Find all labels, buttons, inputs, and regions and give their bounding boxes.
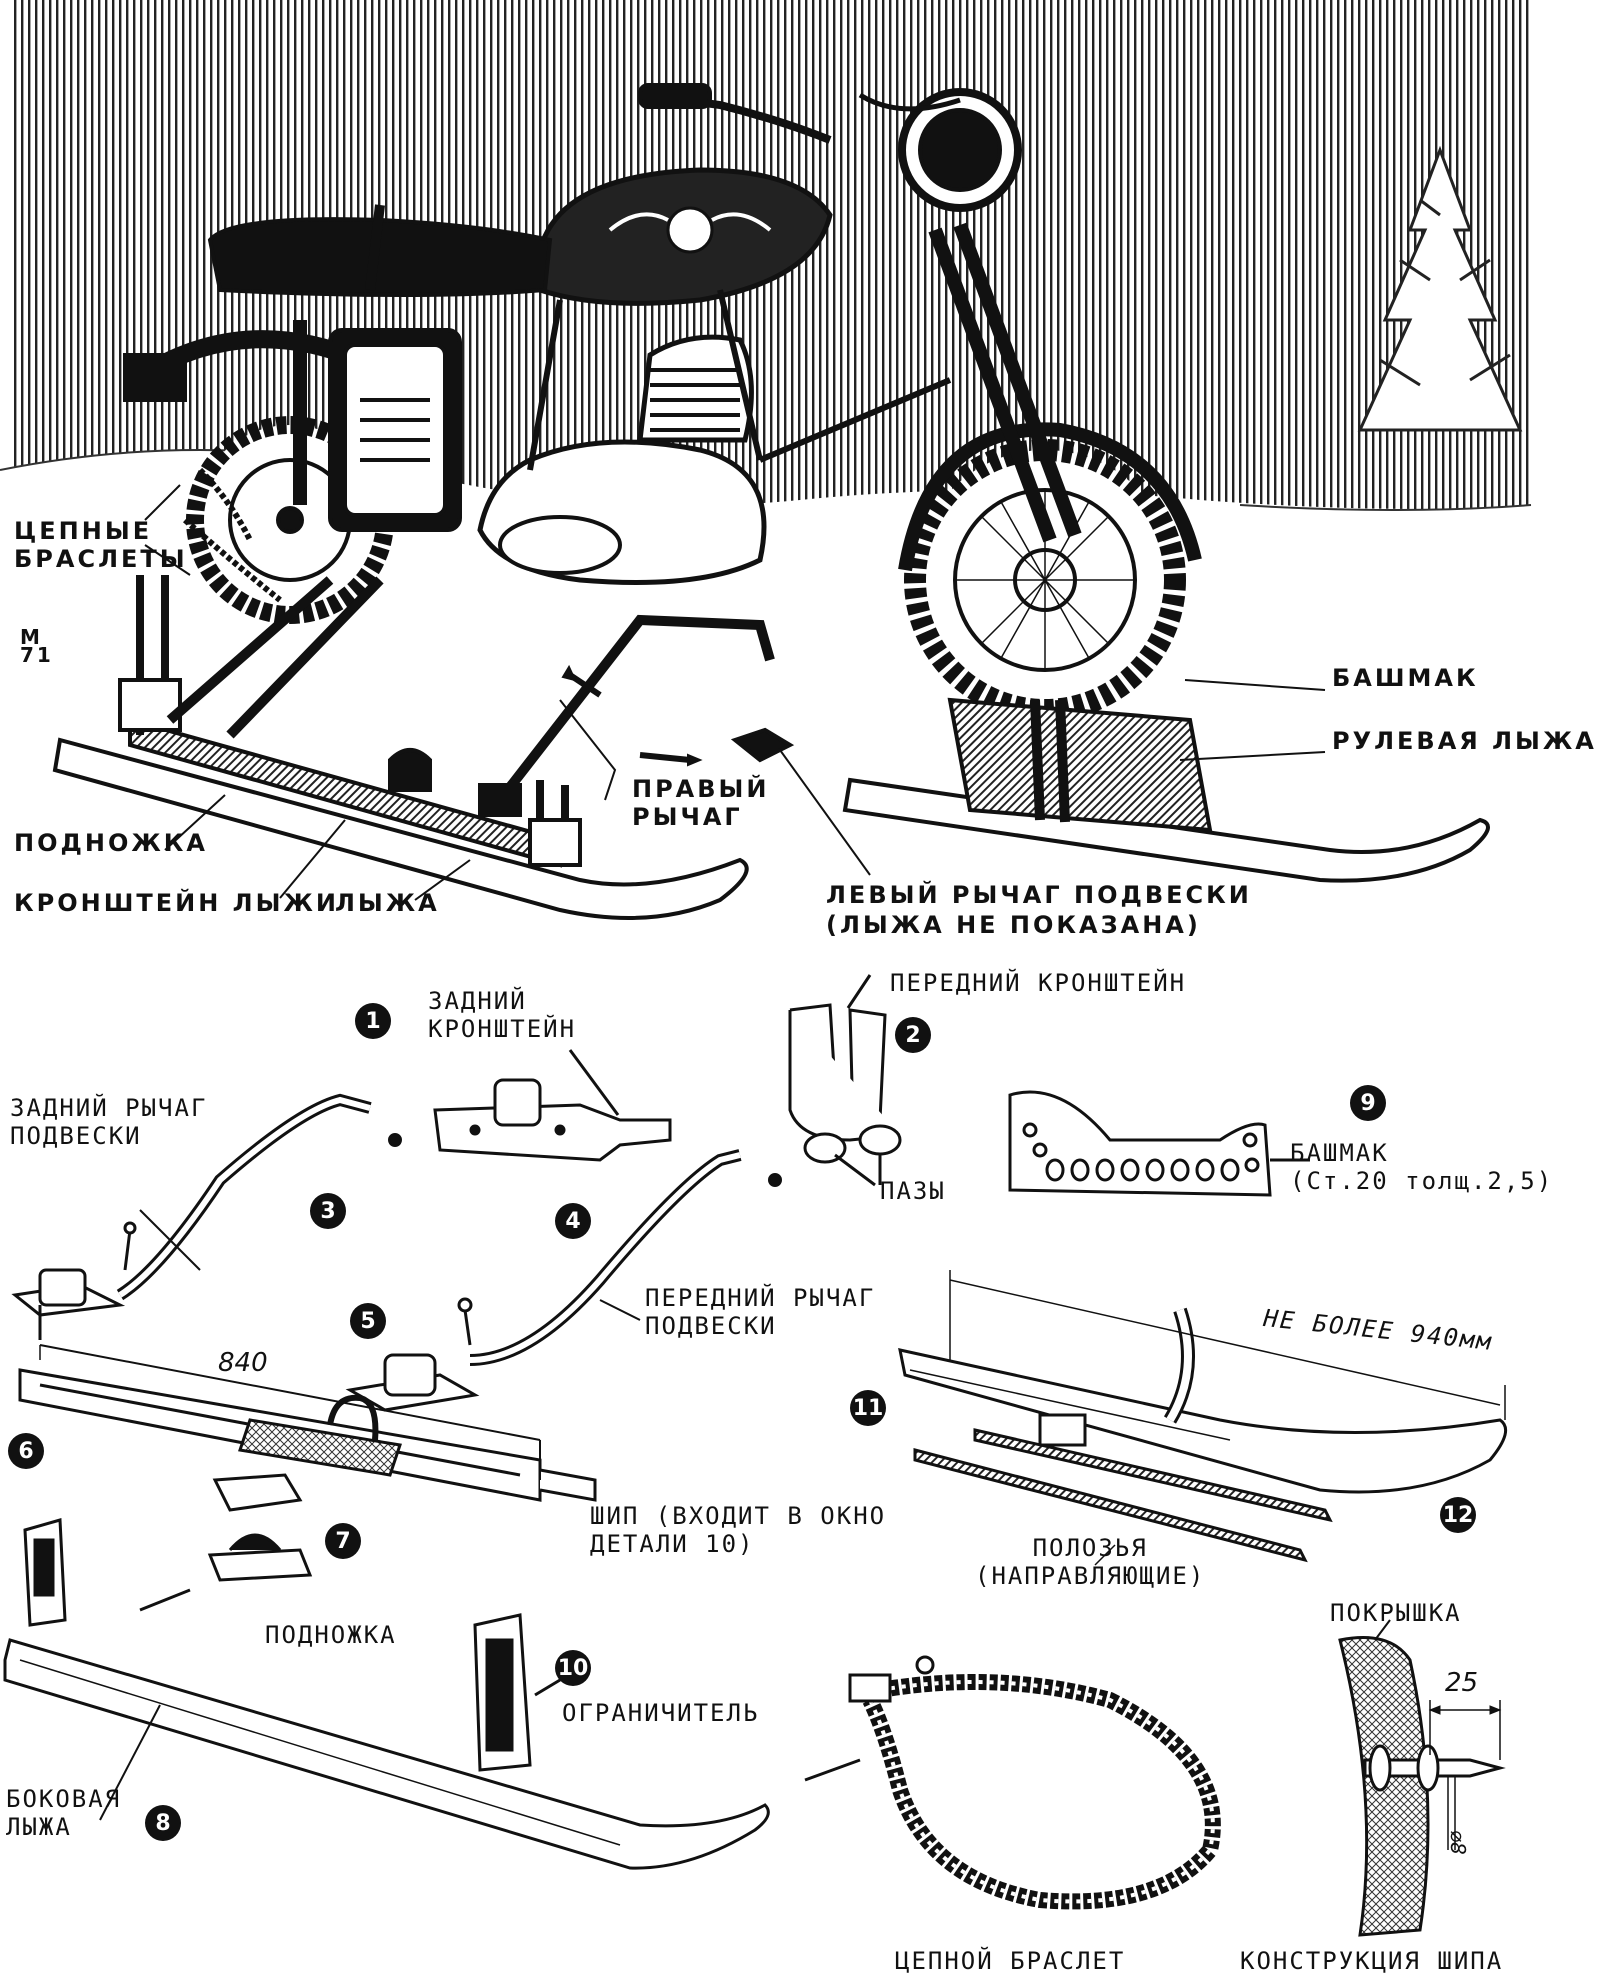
label-chain-bracelet: ЦЕПНОЙ БРАСЛЕТ — [895, 1947, 1126, 1975]
label-shoe: БАШМАК — [1332, 664, 1479, 692]
badge-part-9: 9 — [1350, 1085, 1386, 1121]
steering-ski-assembly — [730, 697, 1490, 883]
part-front-lever — [457, 1149, 782, 1366]
part-footrest — [18, 1305, 597, 1502]
scene-leader-lines — [144, 484, 1326, 901]
label-rear-bracket: ЗАДНИЙ КРОНШТЕЙН — [428, 987, 577, 1043]
part-front-bracket — [788, 974, 902, 1187]
label-chain-bracelets: ЦЕПНЫЕ БРАСЛЕТЫ — [14, 517, 188, 573]
label-slots: ПАЗЫ — [880, 1177, 946, 1205]
label-side-ski: БОКОВАЯ ЛЫЖА — [6, 1785, 122, 1841]
part-stop-small — [23, 1518, 67, 1627]
label-front-lever: ПЕРЕДНИЙ РЫЧАГ ПОДВЕСКИ — [645, 1284, 876, 1340]
motorcycle — [123, 83, 1202, 721]
illustration — [0, 0, 1532, 1937]
dimension-840: 840 — [218, 1348, 268, 1378]
badge-part-12: 12 — [1440, 1497, 1476, 1533]
dimension-spike-diameter: ⌀8 — [1446, 1830, 1470, 1855]
label-shoe-part: БАШМАК (Ст.20 толщ.2,5) — [1290, 1139, 1554, 1195]
label-footrest-part: ПОДНОЖКА — [265, 1621, 397, 1649]
part-steering-ski — [898, 1307, 1508, 1563]
side-ski-assembly — [52, 575, 775, 920]
part-hinge — [345, 1353, 480, 1412]
badge-part-8: 8 — [145, 1805, 181, 1841]
label-ski: ЛЫЖА — [335, 889, 440, 917]
label-limiter: ОГРАНИЧИТЕЛЬ — [562, 1699, 760, 1727]
artist-signature: М 71 — [20, 625, 54, 667]
part-spike-construction — [1338, 1619, 1506, 1937]
dimension-spike-length: 25 — [1445, 1668, 1479, 1698]
badge-part-7: 7 — [325, 1523, 361, 1559]
badge-part-5: 5 — [350, 1303, 386, 1339]
dimension-lines — [39, 1270, 1506, 1566]
badge-part-1: 1 — [355, 1003, 391, 1039]
label-right-lever: ПРАВЫЙ РЫЧАГ — [632, 775, 770, 831]
part-rear-lever — [11, 1093, 402, 1317]
badge-part-4: 4 — [555, 1203, 591, 1239]
badge-part-10: 10 — [555, 1650, 591, 1686]
label-steering-ski: РУЛЕВАЯ ЛЫЖА — [1332, 727, 1597, 755]
label-ski-bracket: КРОНШТЕЙН ЛЫЖИ — [14, 889, 339, 917]
label-front-bracket: ПЕРЕДНИЙ КРОНШТЕЙН — [890, 969, 1187, 997]
label-tire: ПОКРЫШКА — [1330, 1599, 1462, 1627]
part-limiter — [473, 1613, 561, 1772]
badge-part-11: 11 — [850, 1390, 886, 1426]
part-plates — [139, 1473, 313, 1612]
part-chain-bracelet — [804, 1655, 1221, 1910]
label-tenon: ШИП (ВХОДИТ В ОКНО ДЕТАЛИ 10) — [590, 1502, 887, 1558]
label-runners: ПОЛОЗЬЯ (НАПРАВЛЯЮЩИЕ) — [975, 1534, 1206, 1590]
part-shoe — [1008, 1090, 1310, 1197]
part-rear-bracket — [433, 1049, 672, 1162]
label-spike-construction: КОНСТРУКЦИЯ ШИПА — [1240, 1947, 1504, 1975]
badge-part-2: 2 — [895, 1017, 931, 1053]
label-footrest: ПОДНОЖКА — [14, 829, 208, 857]
badge-part-3: 3 — [310, 1193, 346, 1229]
label-left-lever: ЛЕВЫЙ РЫЧАГ ПОДВЕСКИ (ЛЫЖА НЕ ПОКАЗАНА) — [826, 881, 1252, 939]
fir-tree-icon — [1357, 145, 1523, 432]
label-rear-lever: ЗАДНИЙ РЫЧАГ ПОДВЕСКИ — [10, 1094, 208, 1150]
part-side-ski — [3, 1638, 770, 1870]
badge-part-6: 6 — [8, 1433, 44, 1469]
